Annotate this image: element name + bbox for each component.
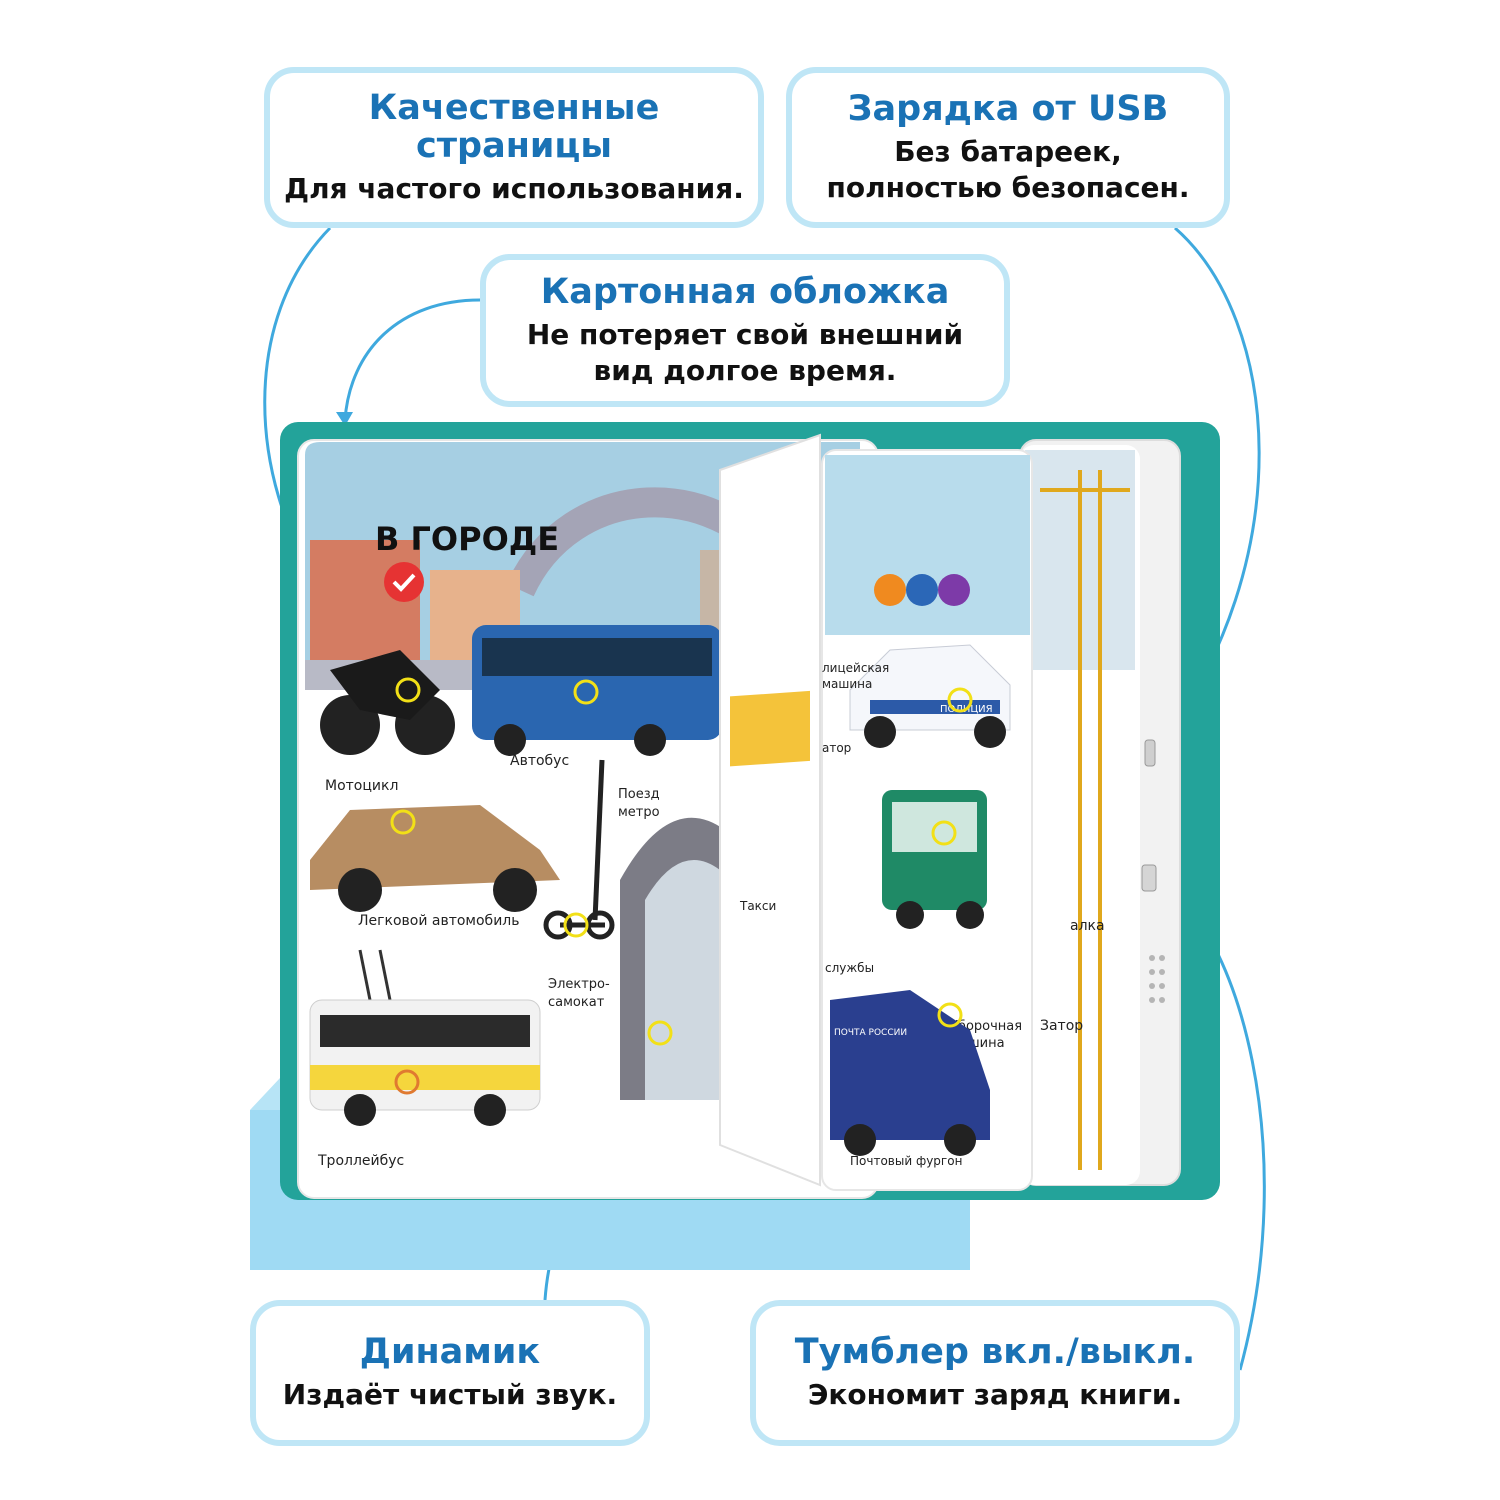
- callout-usb-desc-2: полностью безопасен.: [826, 170, 1190, 204]
- usb-port: [1144, 739, 1156, 767]
- callout-quality-pages-title-1: Качественные: [368, 87, 660, 128]
- book-label-van-brand: ПОЧТА РОССИИ: [834, 1028, 907, 1038]
- book-label-jam: атор: [822, 741, 851, 755]
- book-label-taxi: Такси: [739, 899, 776, 913]
- crane: [1040, 470, 1130, 1170]
- callout-quality-pages: Качественные страницы Для частого исполь…: [264, 67, 764, 228]
- book-label-scooter-1: Электро-: [548, 977, 610, 992]
- touch-point: [937, 1002, 963, 1028]
- trolleybus-image: [309, 949, 541, 1126]
- book-label-jam2: Затор: [1040, 1018, 1083, 1034]
- touch-point: [573, 679, 599, 705]
- callout-speaker-title: Динамик: [359, 1332, 541, 1372]
- book-page-title: В ГОРОДЕ: [375, 520, 559, 558]
- speaker-grille: [1149, 955, 1165, 1003]
- callout-cover-desc-1: Не потеряет свой внешний: [526, 317, 964, 351]
- touch-point: [931, 820, 957, 846]
- check-icon: [384, 562, 424, 602]
- callout-usb-charging: Зарядка от USB Без батареек, полностью б…: [786, 67, 1230, 228]
- callout-switch-desc: Экономит заряд книги.: [807, 1378, 1183, 1411]
- touch-point: [563, 912, 589, 938]
- light-icon: [874, 574, 906, 606]
- callout-quality-pages-desc: Для частого использования.: [284, 171, 744, 205]
- book-label-trolleybus: Троллейбус: [317, 1153, 404, 1169]
- touch-point: [647, 1020, 673, 1046]
- callout-cover-desc-2: вид долгое время.: [593, 353, 897, 387]
- callout-cover-title: Картонная обложка: [540, 271, 950, 312]
- book-label-crane: алка: [1070, 918, 1105, 934]
- book-label-bus: Автобус: [510, 753, 569, 769]
- touch-point: [394, 1069, 420, 1095]
- product-illustration: алка Затор В ГОРОДЕ Мотоцикл Автобус Лег…: [250, 422, 1220, 1270]
- book-label-police-2: машина: [822, 677, 872, 691]
- callout-cardboard-cover: Картонная обложка Не потеряет свой внешн…: [480, 254, 1010, 407]
- touch-point: [947, 687, 973, 713]
- callout-usb-title: Зарядка от USB: [847, 88, 1169, 129]
- car-image: [310, 805, 560, 912]
- book-label-metro-1: Поезд: [618, 787, 660, 802]
- power-switch: [1141, 864, 1157, 892]
- touch-point: [395, 677, 421, 703]
- touch-point: [390, 809, 416, 835]
- arrowhead-cover: [336, 412, 353, 426]
- star-icon: [906, 574, 938, 606]
- callout-power-switch: Тумблер вкл./выкл. Экономит заряд книги.: [750, 1300, 1240, 1446]
- book-label-services: службы: [825, 961, 874, 975]
- book-label-police-1: лицейская: [822, 661, 889, 675]
- page-flipping: [719, 433, 821, 1187]
- sound-icon: [938, 574, 970, 606]
- police-car-image: [849, 644, 1011, 748]
- book-label-motorcycle: Мотоцикл: [325, 778, 398, 794]
- callout-quality-pages-title-2: страницы: [415, 125, 612, 166]
- book-label-car: Легковой автомобиль: [358, 913, 520, 929]
- motorcycle-image: [320, 650, 455, 755]
- book-label-van: Почтовый фургон: [850, 1154, 962, 1168]
- connector-cover: [343, 298, 481, 421]
- callout-speaker-desc: Издаёт чистый звук.: [282, 1378, 618, 1411]
- book-label-scooter-2: самокат: [548, 995, 605, 1010]
- callout-usb-desc-1: Без батареек,: [894, 134, 1122, 168]
- metro-tunnel-image: [620, 817, 725, 1100]
- book-label-metro-2: метро: [618, 805, 660, 820]
- bus-image: [472, 625, 722, 756]
- callout-switch-title: Тумблер вкл./выкл.: [794, 1332, 1196, 1372]
- callout-speaker: Динамик Издаёт чистый звук.: [250, 1300, 650, 1446]
- sweeper-image: [882, 790, 987, 929]
